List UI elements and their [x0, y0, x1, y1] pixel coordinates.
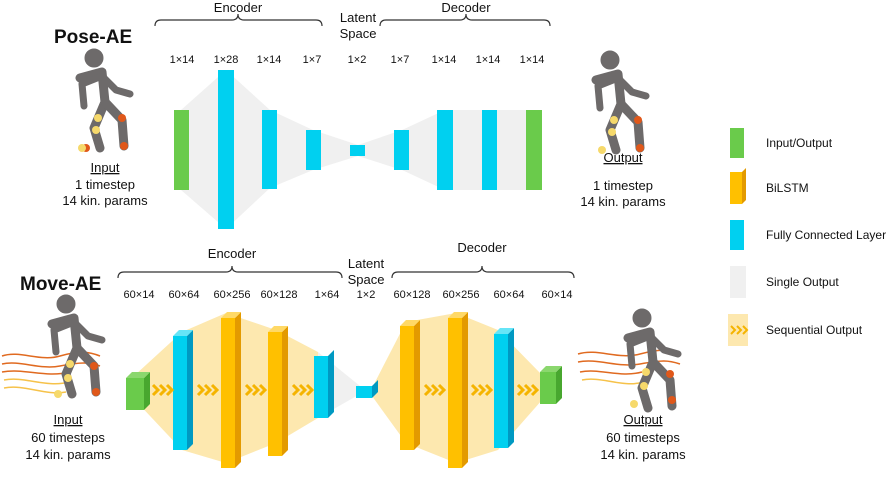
pose-encoder-label: Encoder: [214, 0, 263, 15]
legend-label-fc: Fully Connected Layer: [766, 228, 886, 242]
trajectory-lines: [1, 351, 101, 394]
move-latent-layer: [356, 380, 378, 398]
pose-fc-layer-28: [218, 70, 234, 229]
legend-swatch-bilstm: [730, 168, 746, 204]
pose-dim: 1×14: [520, 54, 545, 66]
pose-dim: 1×14: [432, 54, 457, 66]
walking-person-icon: [628, 309, 678, 408]
legend-label-single-output: Single Output: [766, 275, 839, 289]
move-bilstm-layer-128: [268, 326, 288, 456]
move-encoder-label: Encoder: [208, 246, 257, 261]
chevron-right-icon: [730, 325, 749, 335]
move-input-layer: [126, 372, 150, 410]
pose-fc-layer-14-dec-b: [482, 110, 497, 190]
pose-dim: 1×28: [214, 54, 239, 66]
move-dim: 60×128: [393, 289, 430, 301]
move-decoder-brace: [391, 265, 575, 279]
pose-latent-label-1: Latent: [340, 10, 377, 25]
pose-dim: 1×2: [348, 54, 367, 66]
pose-input-layer: [174, 110, 189, 190]
move-bilstm-layer-256-dec: [448, 312, 468, 468]
legend-label-bilstm: BiLSTM: [766, 181, 809, 195]
move-output-title: Output: [623, 412, 662, 427]
move-dim: 60×256: [213, 289, 250, 301]
chevron-right-icon: [151, 383, 540, 397]
move-decoder-label: Decoder: [457, 240, 507, 255]
pose-input-line2: 14 kin. params: [62, 193, 148, 208]
pose-input-figure: [78, 49, 130, 152]
pose-dim: 1×7: [391, 54, 410, 66]
move-dim: 1×64: [315, 289, 340, 301]
move-latent-label-2: Space: [348, 272, 385, 287]
walking-person-icon: [52, 295, 102, 394]
pose-fc-layer-14: [262, 110, 277, 189]
legend: Input/Output BiLSTM Fully Connected Laye…: [728, 128, 886, 346]
move-ae-title: Move-AE: [20, 274, 101, 295]
move-dim: 60×14: [542, 289, 573, 301]
pose-output-layer: [526, 110, 542, 190]
pose-decoder-brace: [379, 13, 551, 27]
move-encoder-brace: [117, 265, 343, 279]
pose-dim: 1×14: [257, 54, 282, 66]
move-output-line2: 14 kin. params: [600, 447, 686, 462]
pose-fc-layer-7: [306, 130, 321, 170]
move-latent-label-1: Latent: [348, 256, 385, 271]
move-output-line1: 60 timesteps: [606, 430, 680, 445]
move-dim: 60×256: [442, 289, 479, 301]
move-fc-layer-64-single: [314, 350, 334, 418]
move-bilstm-layer-128-dec: [400, 320, 420, 450]
walking-person-icon: [596, 51, 646, 150]
move-input-line2: 14 kin. params: [25, 447, 111, 462]
move-fc-layer-64: [173, 330, 193, 450]
pose-fc-layer-7-dec: [394, 130, 409, 170]
pose-input-title: Input: [91, 160, 120, 175]
pose-ae-section: Pose-AE Encoder Latent Space Decoder 1×1…: [54, 0, 666, 229]
move-dims: 60×14 60×64 60×256 60×128 1×64 1×2 60×12…: [124, 289, 573, 301]
move-bilstm-layer-256: [221, 312, 241, 468]
legend-swatch-input-output: [730, 128, 744, 158]
pose-latent-layer: [350, 145, 365, 156]
move-output-layer: [540, 366, 562, 404]
legend-label-sequential-output: Sequential Output: [766, 323, 863, 337]
pose-dim: 1×7: [303, 54, 322, 66]
legend-swatch-sequential-output: [728, 314, 749, 346]
move-dim: 1×2: [357, 289, 376, 301]
legend-swatch-single-output: [730, 266, 746, 298]
move-output-figure: [577, 309, 680, 408]
legend-label-input-output: Input/Output: [766, 136, 833, 150]
move-dim: 60×128: [260, 289, 297, 301]
move-dim: 60×64: [169, 289, 200, 301]
pose-latent-label-2: Space: [340, 26, 377, 41]
pose-dim: 1×14: [476, 54, 501, 66]
move-dim: 60×64: [494, 289, 525, 301]
pose-output-line2: 14 kin. params: [580, 194, 666, 209]
walking-person-icon: [80, 49, 130, 148]
legend-swatch-fc: [730, 220, 744, 250]
pose-output-figure: [596, 51, 646, 154]
move-fc-layer-64-dec: [494, 328, 514, 448]
move-dim: 60×14: [124, 289, 155, 301]
pose-input-line1: 1 timestep: [75, 177, 135, 192]
move-input-title: Input: [54, 412, 83, 427]
pose-encoder-brace: [154, 13, 323, 27]
pose-output-line1: 1 timestep: [593, 178, 653, 193]
pose-decoder-label: Decoder: [441, 0, 491, 15]
move-input-figure: [1, 295, 102, 398]
pose-fc-layer-14-dec-a: [437, 110, 453, 190]
move-ae-section: Move-AE Encoder Latent Space Decoder 60×…: [1, 240, 686, 468]
pose-ae-title: Pose-AE: [54, 27, 132, 48]
pose-dims: 1×14 1×28 1×14 1×7 1×2 1×7 1×14 1×14 1×1…: [170, 54, 545, 66]
move-input-line1: 60 timesteps: [31, 430, 105, 445]
pose-dim: 1×14: [170, 54, 195, 66]
pose-output-title: Output: [603, 150, 642, 165]
